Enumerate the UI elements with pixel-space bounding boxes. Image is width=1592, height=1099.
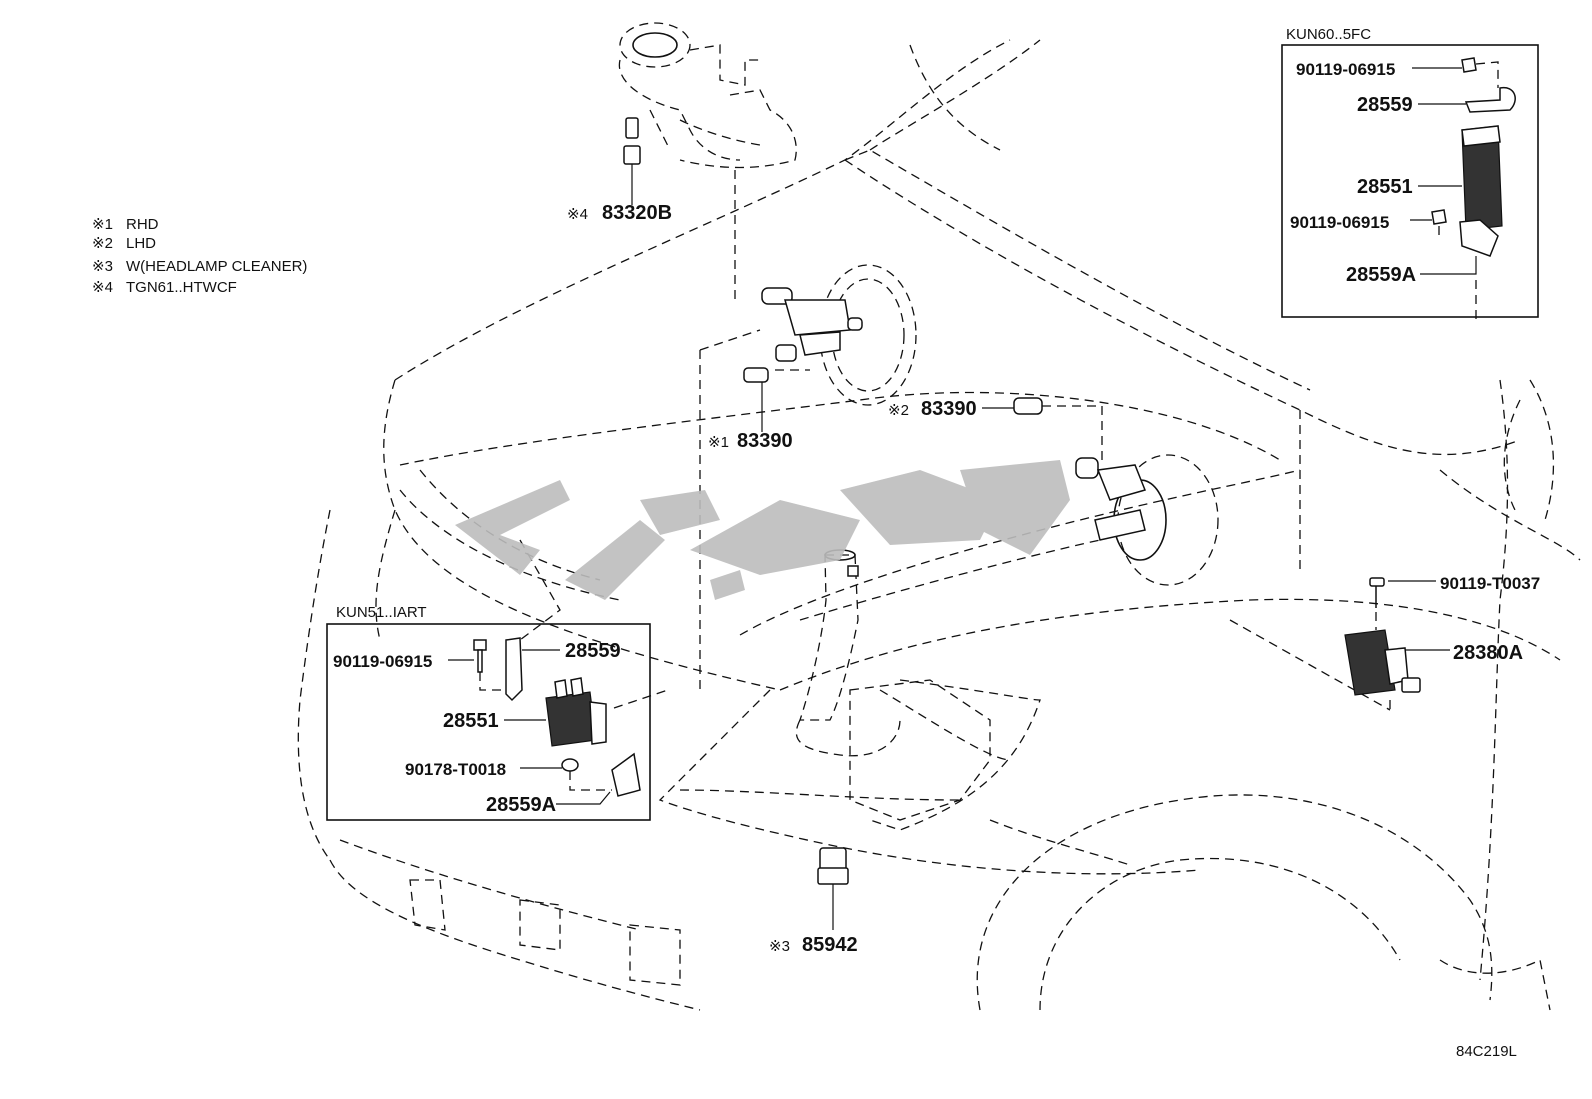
legend-2-mark: ※2: [92, 235, 113, 252]
legend-1-text: RHD: [126, 216, 159, 233]
legend-3-mark: ※3: [92, 258, 113, 275]
label-83320b: 83320B: [602, 202, 672, 224]
switch-83390-lhd-icon: [982, 397, 1103, 460]
washer-filler-neck: [795, 549, 991, 821]
relay-28380a-icon: [1344, 577, 1450, 710]
kun60-label-relay: 28551: [1357, 176, 1413, 198]
kun51-label-bracket: 28559: [565, 640, 621, 662]
legend: ※1 RHD ※2 LHD ※3 W(HEADLAMP CLEANER) ※4 …: [92, 216, 307, 296]
label-83390-rhd-mark: ※1: [708, 434, 729, 451]
label-83390-lhd-mark: ※2: [888, 402, 909, 419]
relay-85942-icon: [817, 847, 849, 930]
legend-2-text: LHD: [126, 235, 156, 252]
label-83390-rhd: 83390: [737, 430, 793, 452]
brake-booster-lower: [1075, 454, 1219, 586]
label-83320b-mark: ※4: [567, 206, 588, 223]
kun51-label-bolt: 90119-06915: [333, 652, 432, 671]
brake-booster-upper: [699, 264, 917, 406]
kun51-label-nut: 90178-T0018: [405, 760, 506, 779]
kun60-label-bracket-a: 28559A: [1346, 264, 1416, 286]
box-kun60-title: KUN60..5FC: [1286, 26, 1371, 43]
label-28380a: 28380A: [1453, 642, 1523, 664]
box-kun51-title: KUN51..IART: [336, 604, 427, 621]
switch-83390-rhd-icon: [743, 367, 769, 432]
washer-reservoir-top: [618, 22, 797, 169]
kun51-label-relay: 28551: [443, 710, 499, 732]
legend-3-text: W(HEADLAMP CLEANER): [126, 258, 307, 275]
kun60-label-bolt-bottom: 90119-06915: [1290, 213, 1389, 232]
vehicle-outline: [297, 39, 1581, 1011]
diagram-code: 84C219L: [1456, 1043, 1517, 1060]
sensor-83320b-icon: [623, 117, 641, 205]
label-85942: 85942: [802, 934, 858, 956]
legend-4-text: TGN61..HTWCF: [126, 279, 237, 296]
box-kun51: [326, 623, 669, 821]
logo-watermark: [455, 460, 1070, 600]
legend-1-mark: ※1: [92, 216, 113, 233]
kun51-label-bracket-a: 28559A: [486, 794, 556, 816]
label-90119-t0037: 90119-T0037: [1440, 574, 1540, 593]
label-85942-mark: ※3: [769, 938, 790, 955]
label-83390-lhd: 83390: [921, 398, 977, 420]
legend-4-mark: ※4: [92, 279, 113, 296]
kun60-label-bracket: 28559: [1357, 94, 1413, 116]
kun60-label-bolt-top: 90119-06915: [1296, 60, 1395, 79]
box-kun60: [1281, 44, 1539, 320]
